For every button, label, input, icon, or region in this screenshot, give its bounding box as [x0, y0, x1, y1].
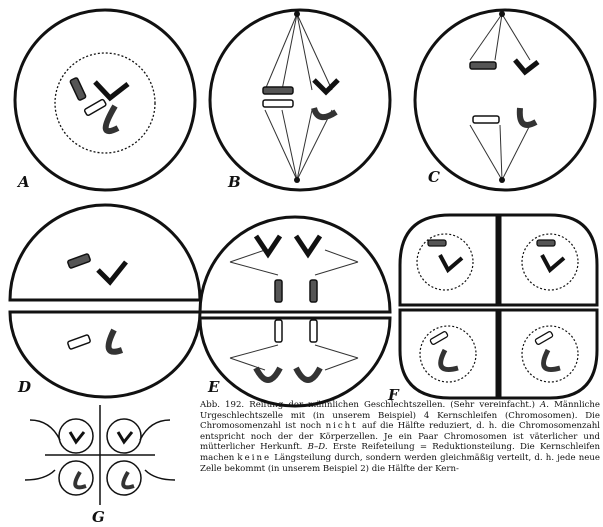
panel-label-a: A [16, 173, 30, 191]
caption-lead-bd: B–D. [308, 442, 328, 452]
panel-e-cells [200, 217, 390, 406]
panel-label-e: E [207, 378, 220, 396]
caption-lead-a: A. [540, 400, 549, 410]
panel-a-cell [15, 10, 195, 190]
caption-emph-nicht: nicht [326, 421, 358, 431]
panel-label-c: C [428, 168, 440, 186]
caption-emph-keine: keine [237, 453, 271, 463]
panel-label-g: G [92, 508, 105, 526]
caption-heading: Abb. 192. Reifung der männlichen Geschle… [200, 400, 535, 410]
panel-label-b: B [227, 173, 241, 191]
panel-c-cell [415, 10, 595, 190]
panel-g-cells [25, 405, 175, 505]
panel-f-cells [400, 215, 597, 398]
panel-b-cell [210, 10, 390, 190]
panel-d-cells [10, 205, 200, 397]
panel-label-d: D [17, 378, 31, 396]
figure-caption: Abb. 192. Reifung der männlichen Geschle… [200, 400, 600, 474]
